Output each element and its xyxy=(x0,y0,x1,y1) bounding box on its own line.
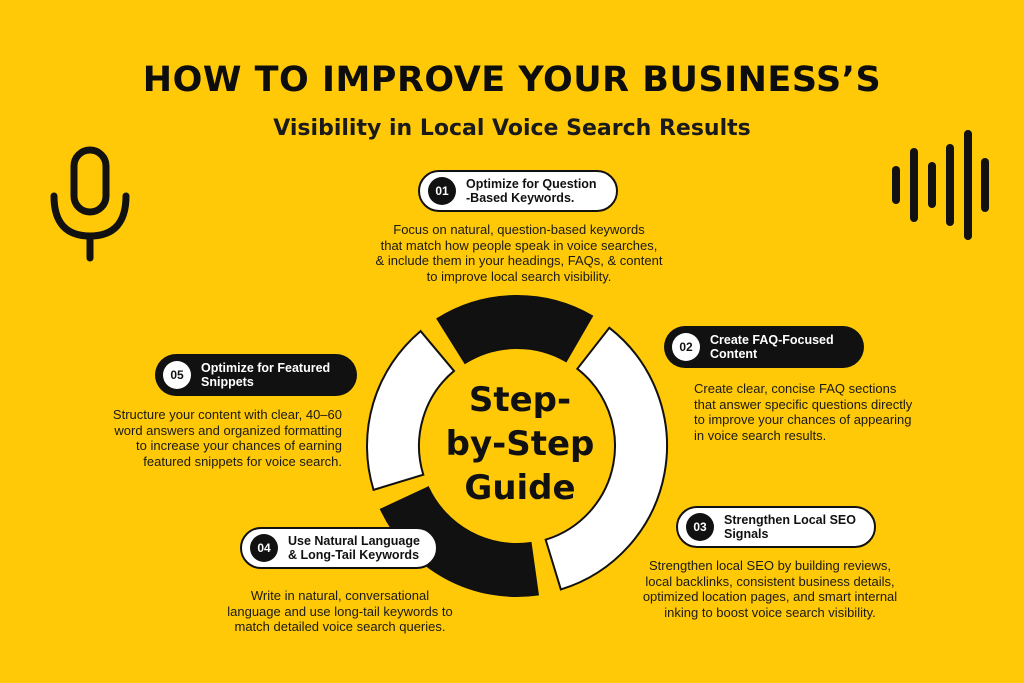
ring-segment-01 xyxy=(436,295,594,365)
step-03-label-line1: Strengthen Local SEO xyxy=(724,513,856,527)
step-03-label: Strengthen Local SEO Signals xyxy=(724,513,856,541)
step-05-desc-line: to increase your chances of earning xyxy=(136,438,342,453)
step-02-desc-line: Create clear, concise FAQ sections xyxy=(694,381,897,396)
step-03-desc-line: inking to boost voice search visibility. xyxy=(664,604,876,620)
step-05-number: 05 xyxy=(163,361,191,389)
step-02-desc-line: in voice search results. xyxy=(694,427,827,443)
step-05-desc-line: featured snippets for voice search. xyxy=(143,453,342,469)
sound-wave-icon xyxy=(892,130,989,240)
step-05-description: Structure your content with clear, 40–60… xyxy=(70,407,342,469)
step-01-desc-line: Focus on natural, question-based keyword… xyxy=(393,222,645,237)
step-03-desc-line: Strengthen local SEO by building reviews… xyxy=(648,558,892,573)
step-01-desc-line: that match how people speak in voice sea… xyxy=(380,237,658,253)
step-02-desc-line: to improve your chances of appearing xyxy=(694,412,912,427)
center-label: Step- by-Step Guide xyxy=(430,378,610,510)
step-01-label-line2: -Based Keywords. xyxy=(466,191,575,205)
step-02-label-line1: Create FAQ-Focused xyxy=(710,333,834,347)
step-04-label-line1: Use Natural Language xyxy=(288,534,420,548)
step-02-number: 02 xyxy=(672,333,700,361)
page-title: HOW TO IMPROVE YOUR BUSINESS’S xyxy=(142,60,882,100)
step-05-label-line1: Optimize for Featured xyxy=(201,361,331,375)
step-01-desc-line: & include them in your headings, FAQs, &… xyxy=(375,253,663,268)
center-label-line2: by-Step xyxy=(445,424,595,464)
step-03-number: 03 xyxy=(686,513,714,541)
step-05-desc-line: Structure your content with clear, 40–60 xyxy=(112,407,342,422)
microphone-icon xyxy=(50,146,130,262)
step-04-desc-line: Write in natural, conversational xyxy=(250,588,430,603)
ring-segment-02 xyxy=(544,326,668,591)
step-05-label: Optimize for Featured Snippets xyxy=(201,361,330,389)
step-01-label-line1: Optimize for Question xyxy=(466,177,597,191)
step-03-description: Strengthen local SEO by building reviews… xyxy=(620,558,920,620)
step-02-label: Create FAQ-Focused Content xyxy=(710,333,834,361)
step-02-description: Create clear, concise FAQ sections that … xyxy=(694,381,954,443)
step-01-pill: 01 Optimize for Question -Based Keywords… xyxy=(418,170,618,212)
center-label-line3: Guide xyxy=(464,468,576,508)
step-02-label-line2: Content xyxy=(710,347,758,361)
step-02-pill: 02 Create FAQ-Focused Content xyxy=(664,326,864,368)
step-03-desc-line: optimized location pages, and smart inte… xyxy=(642,589,898,604)
step-04-label: Use Natural Language & Long-Tail Keyword… xyxy=(288,534,420,562)
step-04-number: 04 xyxy=(250,534,278,562)
step-04-pill: 04 Use Natural Language & Long-Tail Keyw… xyxy=(240,527,438,569)
step-03-label-line2: Signals xyxy=(724,527,769,541)
step-02-desc-line: that answer specific questions directly xyxy=(694,396,913,412)
step-04-desc-line: language and use long-tail keywords to xyxy=(227,603,453,619)
step-01-number: 01 xyxy=(428,177,456,205)
ring-segment-04 xyxy=(379,486,540,597)
step-04-label-line2: & Long-Tail Keywords xyxy=(288,548,420,562)
page-subtitle: Visibility in Local Voice Search Results xyxy=(273,116,751,141)
ring-segment-05 xyxy=(366,329,456,492)
step-01-description: Focus on natural, question-based keyword… xyxy=(354,222,684,284)
step-05-label-line2: Snippets xyxy=(201,375,254,389)
step-03-desc-line: local backlinks, consistent business det… xyxy=(645,573,895,589)
step-01-desc-line: to improve local search visibility. xyxy=(426,268,612,284)
step-01-label: Optimize for Question -Based Keywords. xyxy=(466,177,597,205)
step-05-pill: 05 Optimize for Featured Snippets xyxy=(155,354,357,396)
step-05-desc-line: word answers and organized formatting xyxy=(114,422,342,438)
center-label-line1: Step- xyxy=(468,380,572,420)
step-04-desc-line: match detailed voice search queries. xyxy=(234,619,446,634)
step-04-description: Write in natural, conversational languag… xyxy=(190,588,490,635)
step-03-pill: 03 Strengthen Local SEO Signals xyxy=(676,506,876,548)
